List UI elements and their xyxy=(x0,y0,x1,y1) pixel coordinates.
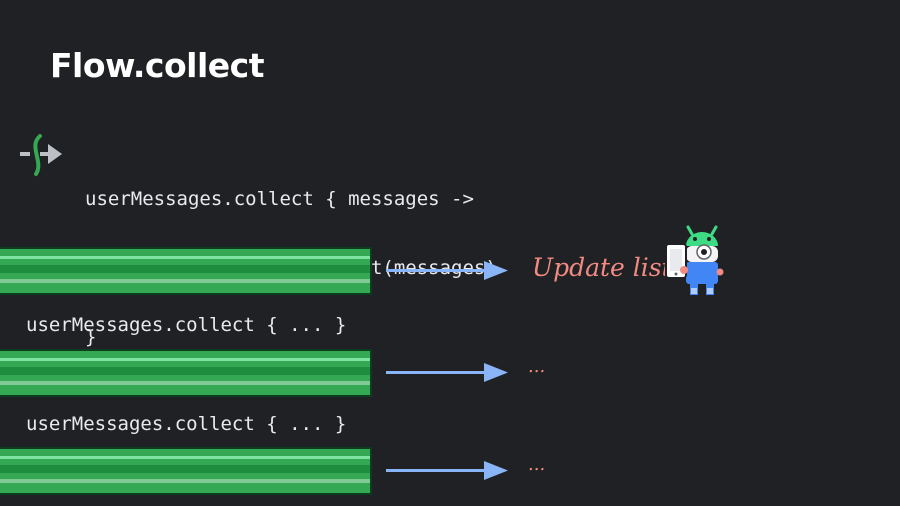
flow-collect-icon xyxy=(20,134,62,176)
flow-lane-3 xyxy=(0,447,372,495)
result-ellipsis-3: ... xyxy=(528,454,546,475)
code-line-3: } xyxy=(85,326,97,348)
slide-title: Flow.collect xyxy=(50,46,265,85)
flow-lane-2 xyxy=(0,349,372,397)
arrow-right-icon xyxy=(386,363,508,382)
collect-label-2: userMessages.collect { ... } xyxy=(26,314,347,336)
android-phone-icon xyxy=(665,225,724,295)
update-list-label: Update list xyxy=(532,253,672,282)
arrow-right-icon xyxy=(386,461,508,480)
code-line-1: userMessages.collect { messages -> xyxy=(85,188,474,210)
flow-lane-1 xyxy=(0,247,372,295)
result-ellipsis-2: ... xyxy=(528,356,546,377)
collect-label-3: userMessages.collect { ... } xyxy=(26,413,347,435)
arrow-right-icon xyxy=(386,261,508,280)
